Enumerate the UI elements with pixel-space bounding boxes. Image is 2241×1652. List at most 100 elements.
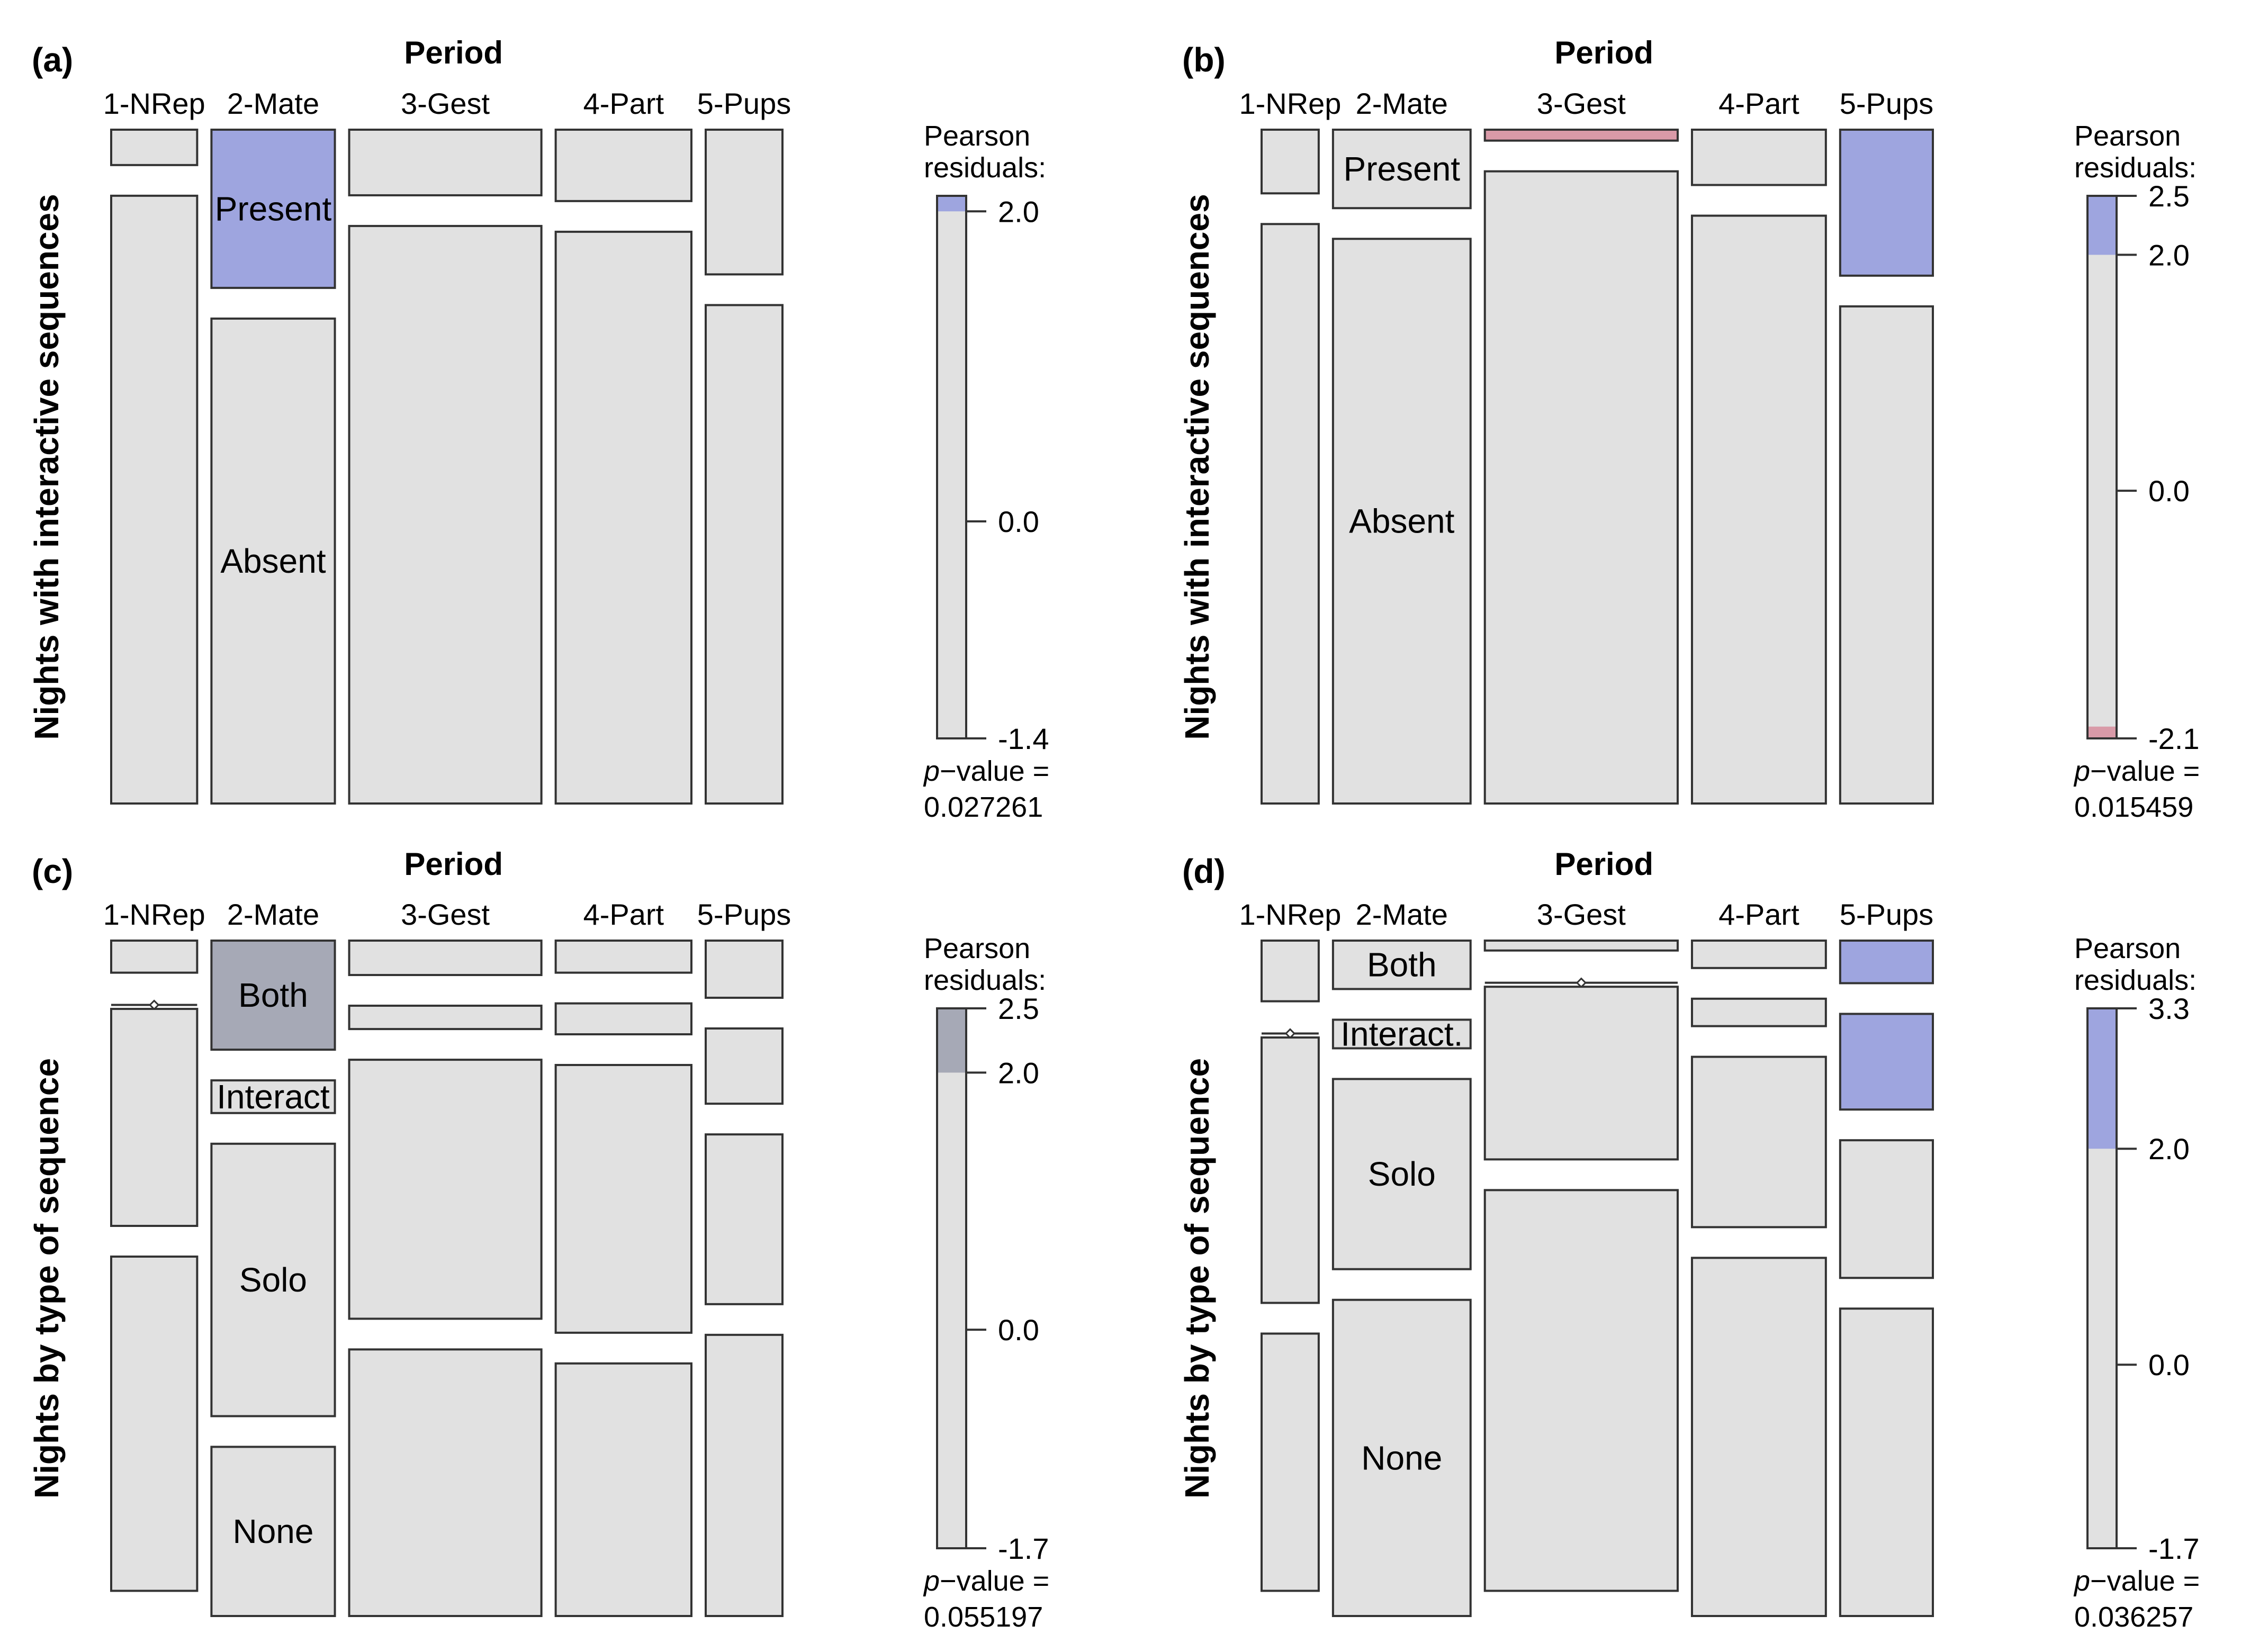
chart-title: Period (404, 35, 503, 70)
mosaic-tile (1483, 940, 1679, 952)
mosaic-tile (1839, 1013, 1934, 1111)
panel-label: (c) (32, 852, 73, 890)
y-axis-label: Nights by type of sequence (28, 1058, 66, 1498)
category-label: 5-Pups (697, 87, 791, 120)
legend-tick-label: 0.0 (998, 505, 1039, 538)
mosaic-tile (110, 1255, 199, 1592)
category-label: 5-Pups (1840, 898, 1933, 931)
p-value-label-p: p (923, 1565, 940, 1597)
mosaic-tile (110, 940, 199, 974)
category-label: 4-Part (583, 87, 664, 120)
p-value-label-p: p (923, 755, 940, 787)
mosaic-tile (1839, 129, 1934, 277)
mosaic-tile (1839, 940, 1934, 985)
legend-title-line2: residuals: (2074, 964, 2197, 996)
empty-cell-marker (149, 999, 160, 1010)
y-axis-label: Nights with interactive sequences (28, 194, 66, 739)
p-value-label-rest: −value = (2090, 1565, 2200, 1597)
legend-tick-label: -1.4 (998, 722, 1049, 755)
legend-tick-label: 3.3 (2148, 992, 2190, 1025)
level-label: Interact. (1340, 1015, 1463, 1053)
mosaic-tile (1331, 1018, 1472, 1050)
mosaic-tile (1261, 223, 1320, 805)
mosaic-tile (554, 1362, 692, 1617)
mosaic-tile (705, 129, 784, 276)
mosaic-tile (210, 129, 336, 289)
category-label: 2-Mate (227, 898, 319, 931)
legend-title-line1: Pearson (924, 933, 1030, 964)
mosaic-tile (705, 1027, 784, 1105)
legend-tick-label: 2.5 (998, 992, 1039, 1025)
mosaic-tile (554, 230, 692, 805)
mosaic-tile (1483, 986, 1679, 1161)
legend-tick-label: 0.0 (998, 1313, 1039, 1347)
level-label: None (1361, 1439, 1442, 1477)
mosaic-tile (1261, 1036, 1320, 1304)
legend-tick-label: -2.1 (2148, 722, 2200, 755)
mosaic-tile (210, 940, 336, 1051)
mosaic-tile (210, 1446, 336, 1618)
category-label: 2-Mate (1356, 898, 1448, 931)
p-value-label: p−value = (923, 1565, 1049, 1597)
legend-title-line1: Pearson (924, 120, 1030, 152)
legend-tick-label: 0.0 (2148, 474, 2190, 508)
legend-title-line1: Pearson (2074, 933, 2181, 964)
category-label: 5-Pups (1840, 87, 1933, 120)
legend-positive-band (937, 196, 966, 212)
p-value-label: p−value = (2073, 755, 2200, 787)
legend-title-line1: Pearson (2074, 120, 2181, 152)
p-value-label-p: p (2073, 1565, 2090, 1597)
mosaic-tile (1690, 1055, 1827, 1229)
mosaic-tile (554, 1002, 692, 1036)
panel-label: (a) (32, 41, 73, 79)
mosaic-tile (554, 1064, 692, 1334)
mosaic-tile (1839, 305, 1934, 805)
mosaic-tile (1331, 940, 1472, 990)
legend-tick-label: 2.0 (2148, 238, 2190, 272)
legend-scale-bar (937, 1008, 966, 1548)
mosaic-tile (210, 1142, 336, 1418)
p-value-label-rest: −value = (940, 755, 1049, 787)
p-value-label-rest: −value = (2090, 755, 2200, 787)
mosaic-tile (705, 304, 784, 805)
mosaic-tile (1483, 170, 1679, 805)
category-label: 3-Gest (401, 898, 490, 931)
legend-title-line2: residuals: (2074, 152, 2197, 184)
mosaic-tile (348, 940, 543, 977)
legend-scale-frame (2086, 195, 2118, 739)
level-label: Both (1367, 946, 1437, 984)
panel-label: (b) (1182, 41, 1226, 79)
legend-scale-frame (2086, 1007, 2118, 1549)
legend-tick-label: 2.0 (2148, 1132, 2190, 1166)
mosaic-tile (705, 1333, 784, 1617)
legend-tick-label: -1.7 (998, 1532, 1049, 1565)
level-label: Interact (217, 1078, 330, 1116)
mosaic-tile (348, 1059, 543, 1320)
category-label: 1-NRep (1239, 898, 1341, 931)
mosaic-tile (1331, 1298, 1472, 1617)
level-label: Both (238, 976, 308, 1014)
level-label: Solo (239, 1261, 307, 1299)
mosaic-tile (1261, 940, 1320, 1003)
level-label: Present (215, 189, 332, 228)
legend-tick-label: 2.5 (2148, 179, 2190, 213)
mosaic-tile (110, 194, 199, 805)
mosaic-tile (1839, 1307, 1934, 1617)
mosaic-tile (1331, 1078, 1472, 1270)
level-label: Absent (1349, 502, 1454, 540)
mosaic-tile (705, 1133, 784, 1305)
legend-positive-band (2087, 1008, 2117, 1149)
mosaic-tile (1261, 1332, 1320, 1592)
category-label: 5-Pups (697, 898, 791, 931)
p-value-label: p−value = (2073, 1565, 2200, 1597)
legend-scale-frame (936, 195, 967, 739)
legend-title-line2: residuals: (924, 964, 1046, 996)
legend-tick-label: -1.7 (2148, 1532, 2200, 1565)
category-label: 4-Part (583, 898, 664, 931)
p-value-label-p: p (2073, 755, 2090, 787)
category-label: 1-NRep (1239, 87, 1341, 120)
mosaic-tile (1690, 129, 1827, 186)
